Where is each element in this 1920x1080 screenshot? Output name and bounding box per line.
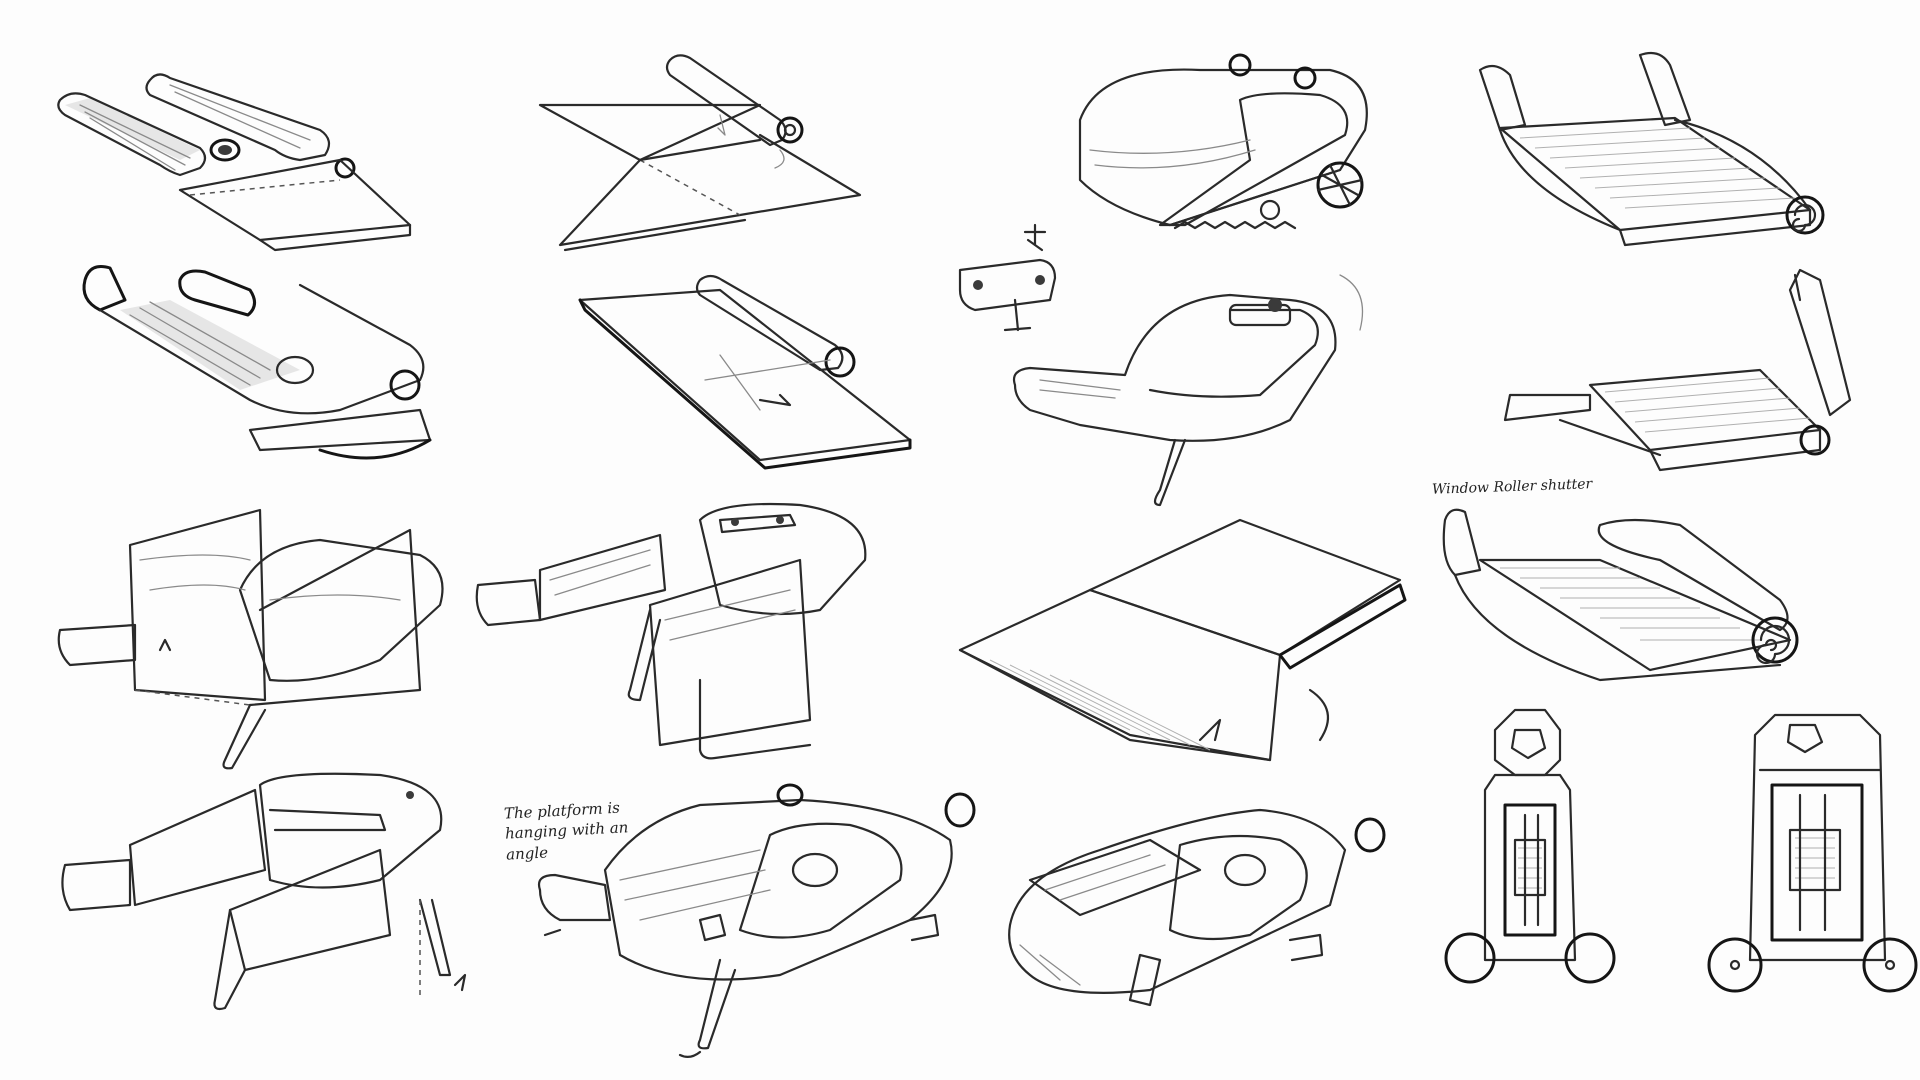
- sketch-flat-plane-roller: [578, 274, 912, 470]
- sketch-u-device-panel: [82, 265, 432, 460]
- sketch-roller-tray-flap: [1503, 268, 1852, 472]
- annotation-platform-note: The platform is hanging with an angle: [503, 798, 629, 864]
- sketch-tall-robot-a: [1444, 708, 1616, 984]
- sketch-tray-wheel: [1078, 53, 1368, 230]
- sketch-folded-arms: [57, 73, 412, 252]
- sketch-horseshoe-camera: [958, 223, 1364, 507]
- sketch-roller-tray-arms: [1478, 51, 1825, 247]
- sketch-u-device-sensor: [475, 502, 867, 760]
- sketch-tall-robot-b: [1707, 713, 1918, 993]
- sketch-device-leg: [61, 772, 467, 1011]
- sketch-open-panels: [57, 508, 444, 770]
- sketch-folded-v-plane: [958, 518, 1407, 762]
- sketch-roller-shutter-tray: [1442, 508, 1799, 682]
- sketch-u-device-variant: [1008, 808, 1386, 1007]
- sketch-u-device-ears: [537, 783, 976, 1059]
- sketch-hinged-plane: [538, 54, 862, 252]
